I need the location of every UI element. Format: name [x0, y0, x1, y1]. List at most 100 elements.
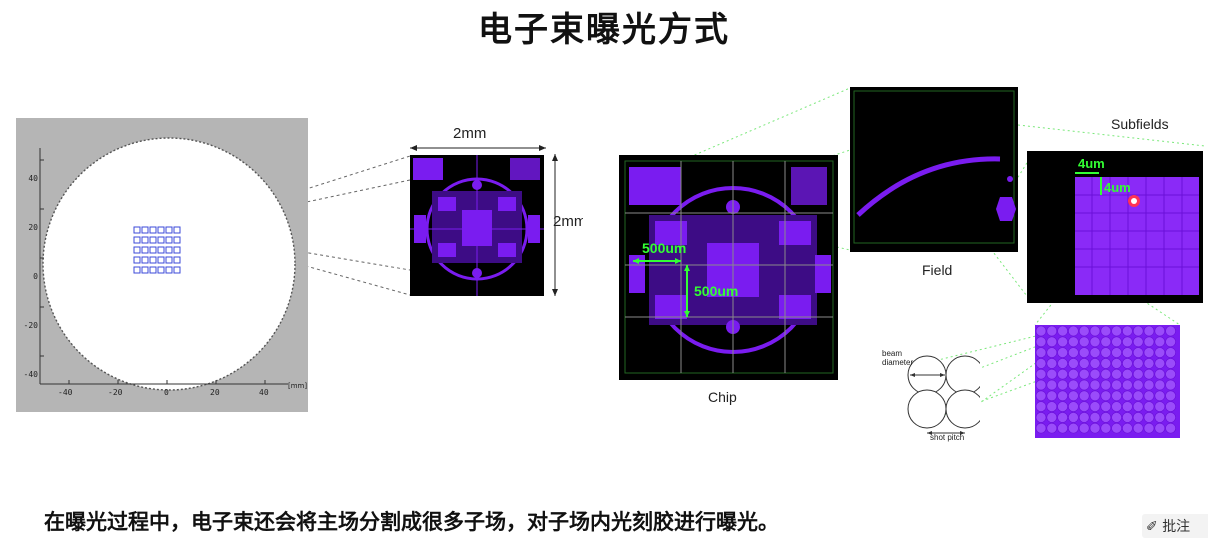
shot-dot — [1057, 412, 1068, 423]
shot-dot — [1068, 325, 1079, 337]
shot-dot — [1165, 401, 1176, 412]
shot-dot — [1165, 379, 1176, 391]
shot-dot — [1122, 401, 1133, 412]
caption-text: 在曝光过程中，电子束还会将主场分割成很多子场，对子场内光刻胶进行曝光。 — [44, 510, 779, 534]
shot-dot — [1057, 368, 1068, 380]
shot-dot — [1046, 412, 1058, 423]
shot-dot — [1111, 358, 1122, 369]
shot-dot — [1089, 325, 1101, 337]
shot-dot — [1035, 412, 1047, 423]
y-tick: 0 — [33, 272, 38, 281]
shot-dot — [1089, 422, 1101, 434]
diameter-label: diameter — [882, 358, 914, 367]
beam-label: beam — [882, 349, 903, 358]
shot-dot — [1111, 325, 1122, 337]
shot-dot — [1122, 336, 1133, 348]
x-tick: 40 — [259, 388, 269, 397]
subfields-image — [1027, 151, 1203, 303]
shot-dot — [1132, 325, 1144, 337]
shot-dot — [1078, 379, 1090, 391]
shot-dot — [1132, 422, 1144, 434]
shot-dot — [1100, 358, 1112, 369]
shot-pitch-label: shot pitch — [930, 433, 965, 442]
shot-dot — [1046, 325, 1058, 337]
shot-dot — [1100, 368, 1112, 380]
shot-dot — [1154, 379, 1166, 391]
shot-dot — [1122, 422, 1133, 434]
shot-dot — [1132, 412, 1144, 423]
die-width-label: 2mm — [453, 125, 487, 142]
chip-dim-horizontal: 500um — [642, 240, 687, 256]
shot-dot — [1089, 390, 1101, 402]
x-tick: 0 — [164, 388, 169, 397]
shot-dot — [1057, 401, 1068, 412]
shot-dot — [1046, 347, 1058, 358]
shot-dot — [1165, 422, 1176, 434]
annotation-button[interactable]: ✐ 批注 — [1142, 514, 1208, 538]
shot-dot — [1078, 422, 1090, 434]
shot-dot — [1154, 347, 1166, 358]
shot-dot — [1111, 336, 1122, 348]
shot-dot — [1035, 390, 1047, 402]
shot-dot — [1143, 358, 1155, 369]
shot-dot — [1089, 347, 1101, 358]
shot-dot — [1035, 336, 1047, 348]
die-dimension-arrows — [408, 140, 588, 304]
shot-dot — [1111, 412, 1122, 423]
shot-dot — [1143, 347, 1155, 358]
shot-dot — [1089, 401, 1101, 412]
shot-dot — [1046, 358, 1058, 369]
shot-dot — [1111, 390, 1122, 402]
shot-dot — [1154, 336, 1166, 348]
shot-dot — [1165, 368, 1176, 380]
shot-dot — [1046, 390, 1058, 402]
shot-dot — [1143, 336, 1155, 348]
shot-dot — [1143, 379, 1155, 391]
shot-dot — [1057, 379, 1068, 391]
shot-dot — [1100, 379, 1112, 391]
subfields-label: Subfields — [1111, 116, 1169, 132]
shot-dot — [1035, 358, 1047, 369]
shot-dot — [1100, 347, 1112, 358]
shot-dot — [1165, 325, 1176, 337]
shot-dot — [1078, 368, 1090, 380]
beam-diagram: beam diameter shot pitch — [870, 345, 980, 445]
shot-dot — [1035, 422, 1047, 434]
y-tick: 20 — [28, 223, 38, 232]
shot-dot — [1143, 412, 1155, 423]
shot-dot — [1035, 379, 1047, 391]
shot-dot — [1089, 412, 1101, 423]
shot-dot — [1111, 368, 1122, 380]
shot-dot — [1089, 379, 1101, 391]
shot-dot — [1057, 336, 1068, 348]
die-layout-image — [410, 155, 544, 296]
shot-dot — [1122, 412, 1133, 423]
shot-dot — [1078, 336, 1090, 348]
x-tick: -40 — [58, 388, 73, 397]
shot-dot — [1035, 401, 1047, 412]
shot-dot — [1132, 347, 1144, 358]
shot-dot — [1122, 368, 1133, 380]
shot-dot — [1068, 379, 1079, 391]
shot-dot — [1046, 368, 1058, 380]
shot-dot — [1100, 325, 1112, 337]
shot-dot — [1046, 336, 1058, 348]
shot-dot — [1100, 390, 1112, 402]
shot-dot — [1111, 379, 1122, 391]
subfield-dim-horizontal: 4um — [1078, 156, 1105, 171]
shot-dot — [1143, 390, 1155, 402]
shot-dot — [1122, 390, 1133, 402]
chip-label: Chip — [708, 389, 737, 405]
shot-dot — [1078, 390, 1090, 402]
x-tick: 20 — [210, 388, 220, 397]
shot-dot — [1100, 412, 1112, 423]
shot-dot — [1165, 390, 1176, 402]
shot-dot — [1035, 368, 1047, 380]
shot-dot — [1122, 379, 1133, 391]
shot-dot — [1035, 347, 1047, 358]
shot-dot — [1078, 358, 1090, 369]
shot-dot — [1057, 347, 1068, 358]
shot-dot — [1143, 422, 1155, 434]
shot-dot — [1068, 347, 1079, 358]
shot-dot — [1057, 422, 1068, 434]
